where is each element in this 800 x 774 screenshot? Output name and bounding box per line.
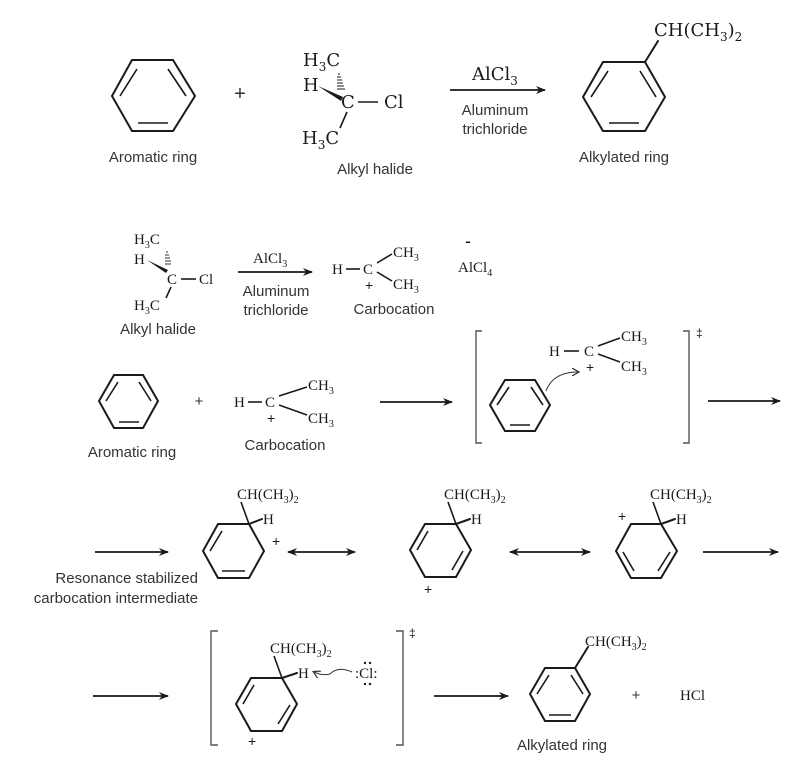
- step2-carbocation: H C + CH3 CH3 Carbocation: [234, 378, 334, 454]
- cationic-carbon: C: [363, 262, 373, 278]
- left-bracket: [210, 630, 218, 746]
- positive-charge: +: [365, 277, 373, 293]
- double-dagger: ‡: [409, 626, 416, 640]
- positive-charge: +: [272, 533, 280, 549]
- hydrogen: H: [332, 262, 343, 278]
- alkylated-ring: CH(CH3)2: [581, 20, 742, 132]
- positive-charge: +: [248, 733, 256, 749]
- hash-bond: [337, 73, 345, 90]
- resonance-label-2: carbocation intermediate: [34, 590, 198, 607]
- carbocation-label: Carbocation: [245, 437, 326, 454]
- hydrogen: H: [263, 512, 274, 528]
- double-dagger: ‡: [696, 326, 703, 340]
- chlorine: Cl: [199, 272, 213, 288]
- positive-charge: +: [586, 359, 594, 375]
- hydrogen: H: [298, 666, 309, 682]
- isopropyl-substituent: CH(CH3)2: [650, 487, 712, 506]
- hydrogen: H: [676, 512, 687, 528]
- chloride-ion: :Cl:: [355, 666, 378, 682]
- methyl-top: H3C: [303, 50, 340, 74]
- methyl-bottom: CH3: [621, 359, 647, 378]
- anion-formula: AlCl4: [458, 260, 492, 279]
- alkyl-halide: H3C H C Cl H3C Alkyl halide: [302, 50, 413, 178]
- alkylated-ring-label: Alkylated ring: [517, 737, 607, 754]
- electron-arrow: [314, 668, 353, 674]
- right-bracket: [396, 630, 404, 746]
- cationic-carbon: C: [584, 344, 594, 360]
- alkyl-halide-label: Alkyl halide: [120, 321, 196, 338]
- catalyst-name-2: trichloride: [462, 121, 527, 138]
- negative-charge: -: [465, 231, 471, 251]
- plus-sign: +: [632, 687, 641, 704]
- central-carbon: C: [167, 272, 177, 288]
- resonance-structure-3: CH(CH3)2 H +: [614, 487, 712, 579]
- positive-charge: +: [267, 410, 275, 426]
- isopropyl-substituent: CH(CH3)2: [237, 487, 299, 506]
- hydrogen: H: [234, 395, 245, 411]
- positive-charge: +: [424, 581, 432, 597]
- cationic-carbon: C: [265, 395, 275, 411]
- positive-charge: +: [618, 508, 626, 524]
- isopropyl-substituent: CH(CH3)2: [585, 634, 647, 653]
- wedge-bond: [318, 86, 343, 101]
- hash-bond: [165, 251, 171, 265]
- alkyl-halide-label: Alkyl halide: [337, 161, 413, 178]
- methyl-top: CH3: [308, 378, 334, 397]
- step1-alkyl-halide: H3C H C Cl H3C Alkyl halide: [120, 232, 213, 338]
- catalyst-name-1: Aluminum: [243, 283, 310, 300]
- catalyst-name-2: trichloride: [243, 302, 308, 319]
- hydrogen-chloride: HCl: [680, 688, 705, 704]
- resonance-structure-1: CH(CH3)2 H +: [201, 487, 299, 579]
- wedge-bond: [147, 260, 168, 273]
- tetrachloroaluminate-anion: - AlCl4: [458, 231, 492, 279]
- catalyst-name-1: Aluminum: [462, 102, 529, 119]
- resonance-structure-2: CH(CH3)2 H +: [408, 487, 506, 597]
- reaction-arrow: AlCl3 Aluminum trichloride: [450, 64, 546, 138]
- catalyst-formula: AlCl3: [253, 251, 287, 270]
- left-bracket: [475, 330, 482, 444]
- isopropyl-substituent: CH(CH3)2: [654, 20, 742, 44]
- carbocation-label: Carbocation: [354, 301, 435, 318]
- transition-state-1: ‡ H C + CH3 CH3: [475, 326, 703, 444]
- transition-state-2: ‡ CH(CH3)2 H + :Cl:: [210, 626, 416, 749]
- methyl-top: CH3: [621, 329, 647, 348]
- hydrogen: H: [134, 252, 145, 268]
- hydrogen: H: [549, 344, 560, 360]
- plus-sign: +: [195, 393, 204, 410]
- electron-arrow: [545, 372, 578, 392]
- aromatic-ring-label: Aromatic ring: [88, 444, 176, 461]
- methyl-bottom: H3C: [134, 298, 160, 317]
- resonance-label-1: Resonance stabilized: [55, 570, 198, 587]
- benzene-ring: [110, 59, 197, 132]
- plus-sign: +: [234, 83, 246, 105]
- aromatic-ring-label: Aromatic ring: [109, 149, 197, 166]
- step1-arrow: AlCl3 Aluminum trichloride: [238, 251, 313, 319]
- right-bracket: [683, 330, 690, 444]
- hydrogen: H: [471, 512, 482, 528]
- step2-benzene-ring: [97, 374, 160, 429]
- hydrogen: H: [303, 75, 319, 96]
- lone-pair-dots: [363, 661, 372, 686]
- methyl-bottom: CH3: [308, 411, 334, 430]
- central-carbon: C: [341, 92, 355, 113]
- step1-carbocation: H C + CH3 CH3 Carbocation: [332, 245, 434, 318]
- alkylated-ring-label: Alkylated ring: [579, 149, 669, 166]
- catalyst-formula: AlCl3: [471, 64, 518, 88]
- isopropyl-substituent: CH(CH3)2: [270, 641, 332, 660]
- final-alkylated-ring: CH(CH3)2: [528, 634, 647, 722]
- methyl-bottom: H3C: [302, 128, 339, 152]
- methyl-top: H3C: [134, 232, 160, 251]
- methyl-bottom: CH3: [393, 277, 419, 296]
- methyl-top: CH3: [393, 245, 419, 264]
- chlorine: Cl: [384, 92, 404, 113]
- isopropyl-substituent: CH(CH3)2: [444, 487, 506, 506]
